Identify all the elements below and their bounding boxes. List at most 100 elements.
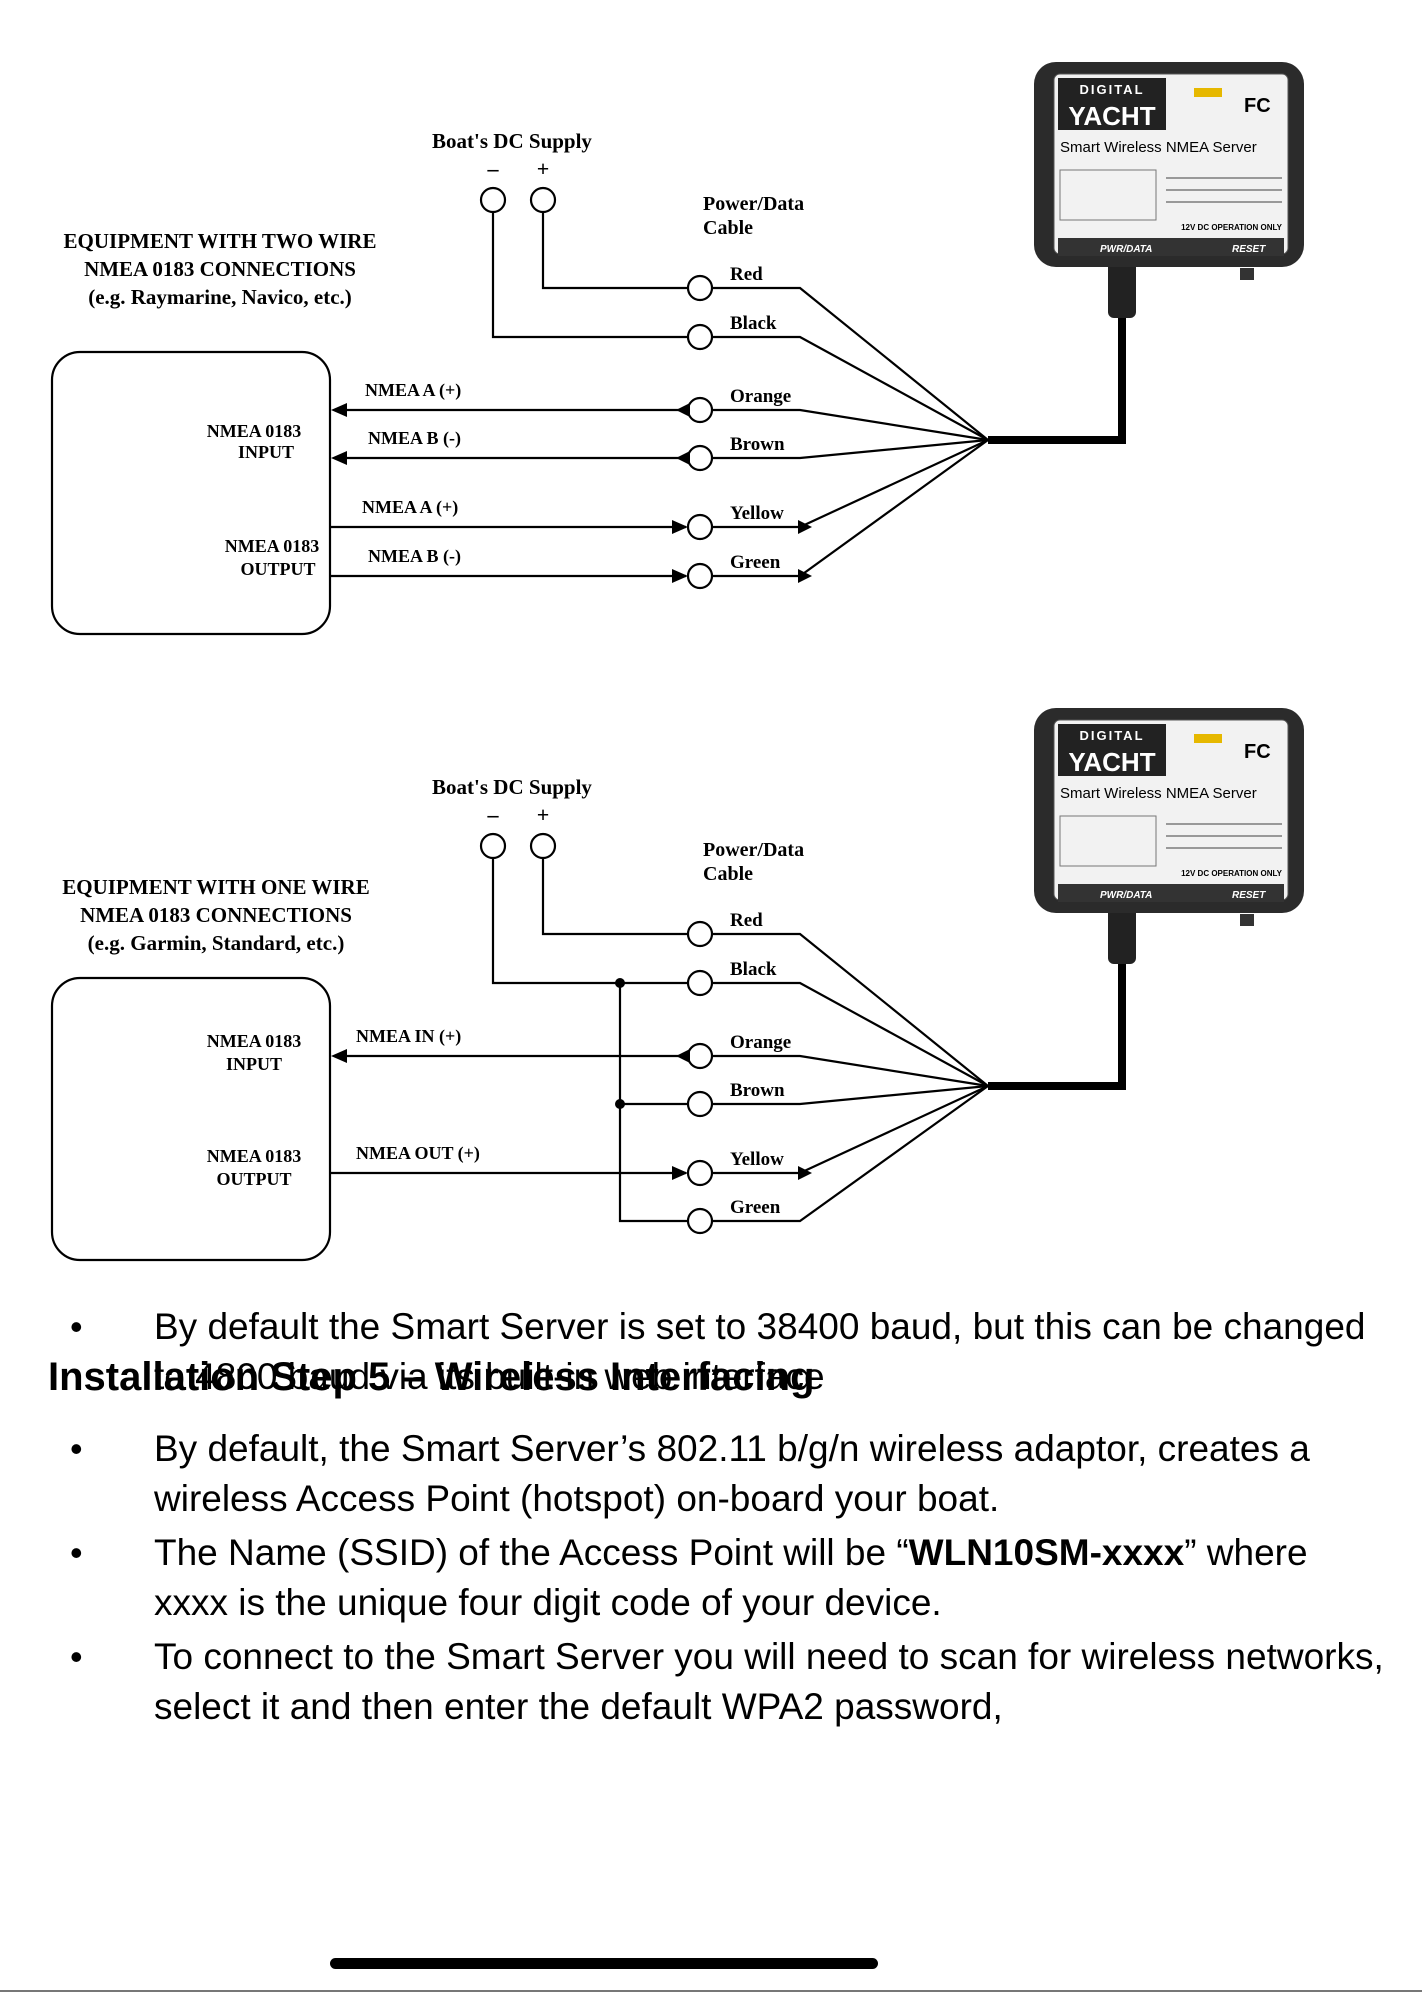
- fc-mark: FC: [1244, 741, 1271, 763]
- equipment-box: [50, 350, 332, 636]
- device-brand-top: DIGITAL: [1079, 82, 1144, 97]
- list-item-text-after: ” where xxxx is the unique four digit co…: [154, 1532, 1308, 1623]
- signal-out-a-label: NMEA A (+): [362, 497, 458, 518]
- arrow-in-a: [331, 403, 347, 417]
- fan-red: [712, 286, 989, 441]
- equipment-title-line-3: (e.g. Raymarine, Navico, etc.): [88, 285, 352, 309]
- nmea-output-label-2: OUTPUT: [240, 559, 315, 579]
- nmea-input-label-2: INPUT: [226, 1054, 282, 1074]
- dc-negative-terminal: [479, 832, 507, 860]
- fan-brown: [712, 1084, 989, 1106]
- main-cable: [988, 914, 1126, 1090]
- fan-red: [712, 932, 989, 1087]
- equipment-title-line-2: NMEA 0183 CONNECTIONS: [84, 257, 356, 281]
- positive-wire: [541, 212, 688, 290]
- minus-sign: –: [487, 156, 500, 181]
- power-data-cable-label-2: Cable: [703, 863, 753, 885]
- nmea-output-label-1: NMEA 0183: [225, 536, 320, 556]
- wire-label-red: Red: [730, 910, 763, 931]
- reset-button: [1240, 268, 1254, 280]
- wire-label-green: Green: [730, 1197, 781, 1218]
- wire-label-black: Black: [730, 959, 777, 980]
- arrow-green-out: [798, 569, 812, 583]
- fan-black: [712, 981, 989, 1087]
- wire-label-orange: Orange: [730, 386, 791, 407]
- baud-note-text: By default the Smart Server is set to 38…: [154, 1306, 1366, 1397]
- device-footer: [1058, 238, 1284, 256]
- nmea-input-label-1: NMEA 0183: [207, 421, 302, 441]
- device-footer-left: PWR/DATA: [1100, 890, 1152, 901]
- device-brand-top: DIGITAL: [1079, 728, 1144, 743]
- minus-sign: –: [487, 802, 500, 827]
- terminal-green: [686, 562, 714, 590]
- wire-label-yellow: Yellow: [730, 503, 784, 524]
- wiring-diagram-two-wire: EQUIPMENT WITH TWO WIRE NMEA 0183 CONNEC…: [50, 62, 1304, 636]
- fan-orange: [712, 408, 989, 442]
- signal-in-b-label: NMEA B (-): [368, 428, 461, 449]
- device-footer: [1058, 884, 1284, 902]
- bottom-divider: [0, 1990, 1422, 1992]
- device-operation-note: 12V DC OPERATION ONLY: [1181, 869, 1283, 878]
- dc-negative-terminal: [479, 186, 507, 214]
- wire-label-yellow: Yellow: [730, 1149, 784, 1170]
- bullet-icon: •: [70, 1636, 83, 1677]
- list-item-text-before: The Name (SSID) of the Access Point will…: [154, 1532, 909, 1573]
- device-brand-badge: [1058, 78, 1166, 130]
- list-item: • By default, the Smart Server’s 802.11 …: [48, 1424, 1388, 1524]
- terminal-yellow: [686, 513, 714, 541]
- terminal-brown: [686, 1090, 714, 1118]
- arrow-in: [331, 1049, 347, 1063]
- device-brand-badge: [1058, 724, 1166, 776]
- arrow-out-b: [672, 569, 688, 583]
- plus-sign: +: [537, 802, 550, 827]
- device-cable-strain: [1108, 258, 1136, 318]
- nmea-input-label-1: NMEA 0183: [207, 1031, 302, 1051]
- device-cable-strain: [1108, 904, 1136, 964]
- terminal-red: [686, 920, 714, 948]
- dc-supply-label: Boat's DC Supply: [432, 775, 592, 799]
- nmea-input-label-2: INPUT: [238, 442, 294, 462]
- fan-green: [712, 1085, 989, 1223]
- arrow-orange-in: [676, 403, 690, 417]
- terminal-red: [686, 274, 714, 302]
- device-product-name: Smart Wireless NMEA Server: [1060, 139, 1257, 156]
- bullet-icon: •: [70, 1306, 83, 1347]
- fan-brown: [712, 438, 989, 460]
- smart-server-device: DIGITAL YACHT FC Smart Wireless NMEA Ser…: [1034, 62, 1304, 318]
- wire-label-black: Black: [730, 313, 777, 334]
- device-brand-main: YACHT: [1068, 747, 1155, 777]
- fan-black: [712, 335, 989, 441]
- terminal-green: [686, 1207, 714, 1235]
- list-item-text: To connect to the Smart Server you will …: [154, 1636, 1384, 1727]
- device-footer-right: RESET: [1232, 890, 1266, 901]
- wiring-diagram-one-wire: EQUIPMENT WITH ONE WIRE NMEA 0183 CONNEC…: [50, 708, 1304, 1262]
- ssid-name: WLN10SM-xxxx: [908, 1532, 1185, 1573]
- list-item: • The Name (SSID) of the Access Point wi…: [48, 1528, 1388, 1628]
- equipment-title-line-2: NMEA 0183 CONNECTIONS: [80, 903, 352, 927]
- power-data-cable-label-1: Power/Data: [703, 193, 804, 215]
- negative-wire: [491, 212, 688, 339]
- terminal-brown: [686, 444, 714, 472]
- equipment-box: [50, 976, 332, 1262]
- signal-in-a-label: NMEA A (+): [365, 380, 461, 401]
- terminal-orange: [686, 1042, 714, 1070]
- nmea-output-label-1: NMEA 0183: [207, 1146, 302, 1166]
- terminal-black: [686, 969, 714, 997]
- arrow-out-a: [672, 520, 688, 534]
- arrow-brown-in: [676, 451, 690, 465]
- arrow-in-b: [331, 451, 347, 465]
- bullet-icon: •: [70, 1428, 83, 1469]
- section-heading: Installation Step 5 – Wireless Interfaci…: [48, 1355, 815, 1399]
- list-item: • To connect to the Smart Server you wil…: [48, 1632, 1388, 1732]
- arrow-yellow-out: [798, 1166, 812, 1180]
- fan-orange: [712, 1054, 989, 1088]
- terminal-yellow: [686, 1159, 714, 1187]
- negative-wire: [491, 858, 688, 985]
- device-product-name: Smart Wireless NMEA Server: [1060, 785, 1257, 802]
- list-item-text: By default, the Smart Server’s 802.11 b/…: [154, 1428, 1310, 1519]
- arrow-orange-in: [676, 1049, 690, 1063]
- home-indicator[interactable]: [330, 1958, 878, 1969]
- list-item: • By default the Smart Server is set to …: [48, 1302, 1388, 1402]
- smart-server-device: DIGITAL YACHT FC Smart Wireless NMEA Ser…: [1034, 708, 1304, 964]
- main-cable: [988, 268, 1126, 444]
